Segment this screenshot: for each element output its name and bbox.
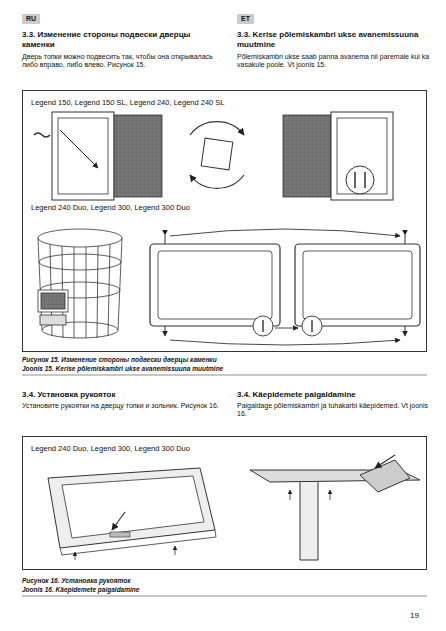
- door-right: [283, 112, 393, 200]
- figure-frame: Legend 150, Legend 150 SL, Legend 240, L…: [22, 90, 427, 352]
- section-heading: 3.4. Установка рукояток: [22, 390, 222, 400]
- body-text: Paigaldage põlemiskambri ja tuhakarbi kä…: [237, 402, 432, 419]
- model-list: Legend 240 Duo, Legend 300, Legend 300 D…: [31, 203, 190, 212]
- body-text: Põlemiskambri ukse saab panna avanema ni…: [237, 53, 432, 70]
- section-heading: 3.3. Kerise põlemiskambri ukse avanemiss…: [237, 30, 432, 49]
- body-text: Установите рукоятки на дверцу топки и зо…: [22, 402, 222, 410]
- rotate-symbol: [190, 122, 244, 189]
- figure-frame: Legend 240 Duo, Legend 300, Legend 300 D…: [22, 436, 427, 570]
- door-frame-left: [150, 235, 280, 336]
- stove: [38, 229, 122, 338]
- door-frame-right: [170, 229, 420, 345]
- section-heading: 3.4. Käepidemete paigaldamine: [237, 390, 432, 400]
- section-heading: 3.3. Изменение стороны подвески дверцы к…: [22, 30, 222, 49]
- model-list: Legend 150, Legend 150 SL, Legend 240, L…: [31, 98, 225, 107]
- language-tag: RU: [22, 14, 40, 24]
- figure-caption: Joonis 15. Kerise põlemiskambri ukse ava…: [22, 365, 422, 373]
- language-tag: ET: [237, 14, 254, 24]
- figure-caption: Joonis 16. Käepidemete paigaldamine: [22, 586, 422, 594]
- figure-caption: Рисунок 16. Установка рукояток: [22, 577, 422, 585]
- rule: [22, 596, 427, 597]
- door-left: [34, 112, 162, 200]
- handle-detail: [250, 455, 420, 560]
- door-handle-frame: [48, 468, 216, 560]
- body-text: Дверь топки можно подвесить так, чтобы о…: [22, 53, 222, 70]
- rule: [22, 375, 427, 376]
- page-number: 19: [410, 611, 419, 621]
- model-list: Legend 240 Duo, Legend 300, Legend 300 D…: [31, 444, 190, 453]
- figure-caption: Рисунок 15. Изменение стороны подвески д…: [22, 356, 422, 364]
